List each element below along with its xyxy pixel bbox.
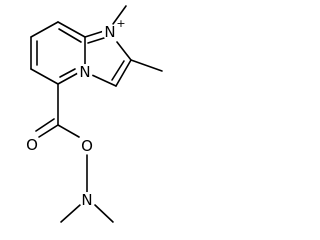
- charge-plus: +: [116, 17, 125, 30]
- bond-n1-c2: [116, 41, 132, 61]
- bond-c2-c3-inner: [111, 60, 125, 81]
- atom-o-carbonyl: O: [24, 136, 40, 154]
- atom-label-n1: N: [104, 23, 115, 41]
- bond-c2-c3: [115, 59, 132, 87]
- atom-label-o-ester: O: [81, 137, 93, 155]
- bond-c5-n4: [57, 72, 79, 85]
- atom-n-cation: N +: [102, 17, 126, 41]
- bond-c6-c5: [30, 68, 59, 85]
- bond-c8-c7: [30, 21, 59, 38]
- bond-carbonyl-o-double-1: [38, 124, 59, 138]
- atom-label-n4: N: [79, 63, 90, 81]
- bond-c2-methyl: [130, 59, 163, 72]
- bond-c5-n4-inner: [59, 68, 76, 78]
- bond-carbonyl-o-double-2: [35, 118, 55, 132]
- bond-c8a-c8: [57, 21, 86, 38]
- bond-c8a-n1: [84, 30, 105, 38]
- bond-carbonyl-o-single: [57, 124, 80, 138]
- imidazole-ring: [84, 30, 132, 87]
- atom-n-dimethylamino: N: [79, 191, 95, 209]
- chemical-structure: N + N O O N: [24, 5, 163, 223]
- atom-label-n-amine: N: [81, 191, 92, 209]
- bond-n-methyl-right: [94, 204, 114, 223]
- atom-o-ester: O: [79, 137, 95, 155]
- bond-c8a-n1-inner: [87, 37, 105, 44]
- bond-c8a-c8-inner: [58, 28, 82, 43]
- bond-n-methyl-left: [60, 204, 81, 223]
- bond-n1-methyl: [112, 5, 127, 25]
- bond-c3-n4: [91, 74, 117, 87]
- pyridine-ring: [30, 21, 86, 85]
- atom-n-bridgehead: N: [77, 63, 93, 81]
- atom-label-o-carbonyl: O: [26, 136, 38, 154]
